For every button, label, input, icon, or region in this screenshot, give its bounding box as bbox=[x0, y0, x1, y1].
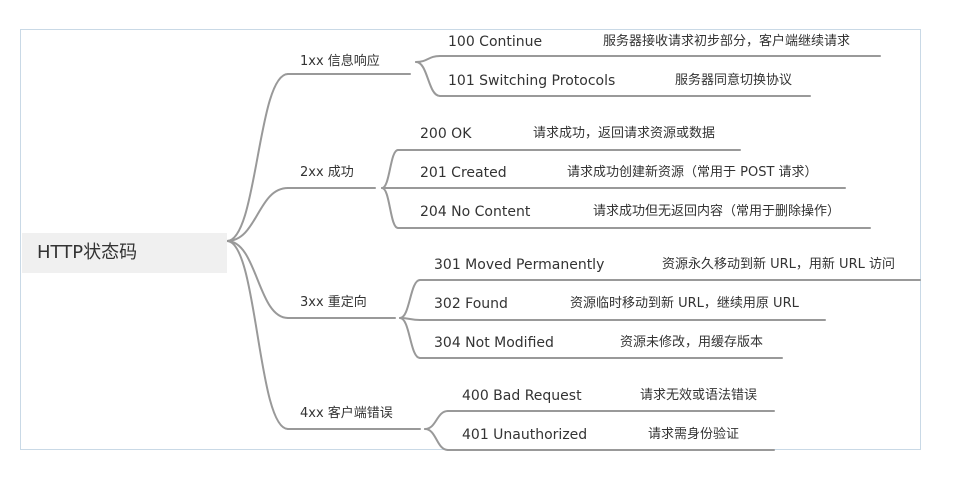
root-node-label: HTTP状态码 bbox=[37, 242, 138, 263]
status-desc-label[interactable]: 请求无效或语法错误 bbox=[640, 388, 758, 403]
leaf-connector bbox=[415, 61, 441, 97]
branch-connector bbox=[226, 187, 289, 242]
leaf-connector bbox=[381, 187, 399, 229]
status-code-label[interactable]: 302 Found bbox=[434, 296, 508, 312]
leaf-connector bbox=[381, 149, 399, 189]
status-code-label[interactable]: 101 Switching Protocols bbox=[448, 73, 616, 89]
category-2xx-label[interactable]: 2xx 成功 bbox=[300, 165, 354, 180]
category-3xx-label[interactable]: 3xx 重定向 bbox=[300, 295, 367, 310]
status-desc-label[interactable]: 请求成功创建新资源（常用于 POST 请求） bbox=[567, 165, 818, 180]
status-desc-label[interactable]: 资源临时移动到新 URL，继续用原 URL bbox=[570, 296, 799, 311]
status-desc-label[interactable]: 请求需身份验证 bbox=[648, 427, 740, 442]
status-desc-label[interactable]: 资源永久移动到新 URL，用新 URL 访问 bbox=[662, 257, 895, 272]
leaf-connector bbox=[415, 55, 441, 63]
status-desc-label[interactable]: 资源未修改，用缓存版本 bbox=[620, 335, 764, 350]
category-4xx-label[interactable]: 4xx 客户端错误 bbox=[300, 406, 393, 421]
status-desc-label[interactable]: 服务器接收请求初步部分，客户端继续请求 bbox=[603, 34, 851, 49]
leaf-connector bbox=[424, 428, 449, 451]
leaf-connector bbox=[399, 317, 421, 359]
branch-connector bbox=[226, 73, 289, 242]
branch-connector bbox=[226, 240, 289, 430]
status-desc-label[interactable]: 请求成功但无返回内容（常用于删除操作） bbox=[593, 204, 841, 219]
branch-connector bbox=[226, 240, 289, 319]
leaf-connector bbox=[424, 410, 449, 430]
leaf-connector bbox=[399, 279, 421, 319]
status-desc-label[interactable]: 服务器同意切换协议 bbox=[675, 73, 793, 88]
status-desc-label[interactable]: 请求成功，返回请求资源或数据 bbox=[533, 126, 716, 141]
root-node[interactable] bbox=[22, 233, 227, 273]
status-code-label[interactable]: 200 OK bbox=[420, 126, 472, 142]
category-1xx-label[interactable]: 1xx 信息响应 bbox=[300, 54, 380, 69]
status-code-label[interactable]: 400 Bad Request bbox=[462, 388, 582, 404]
status-code-label[interactable]: 401 Unauthorized bbox=[462, 427, 588, 443]
status-code-label[interactable]: 100 Continue bbox=[448, 34, 543, 50]
status-code-label[interactable]: 201 Created bbox=[420, 165, 507, 181]
status-code-label[interactable]: 204 No Content bbox=[420, 204, 531, 220]
status-code-label[interactable]: 301 Moved Permanently bbox=[434, 257, 605, 273]
status-code-label[interactable]: 304 Not Modified bbox=[434, 335, 554, 351]
